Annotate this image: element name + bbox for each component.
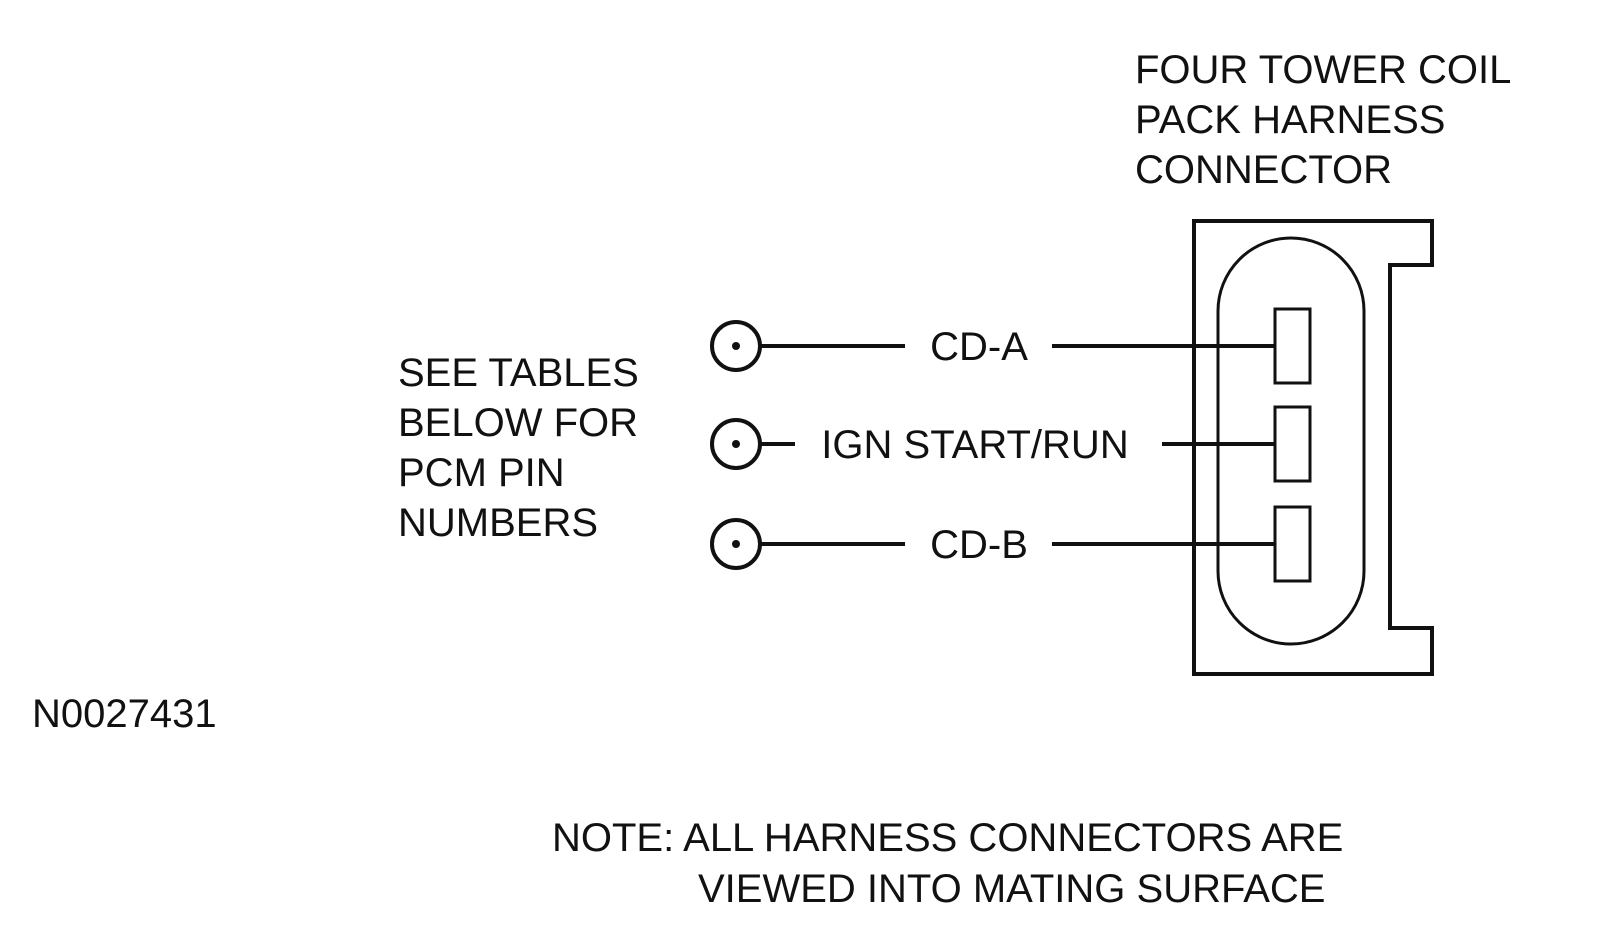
circuit-ign-start-run: IGN START/RUN	[710, 405, 1312, 483]
side-note-line-3: PCM PIN	[398, 451, 565, 495]
circuit-cd-a-terminal-dot	[732, 342, 740, 350]
footer-note-line-2: VIEWED INTO MATING SURFACE	[698, 867, 1325, 911]
circuit-ign-start-run-label: IGN START/RUN	[821, 423, 1128, 467]
side-note-line-1: SEE TABLES	[398, 351, 639, 395]
connector-title-line-2: PACK HARNESS	[1135, 98, 1445, 142]
footer-note-line-1: NOTE: ALL HARNESS CONNECTORS ARE	[552, 816, 1343, 860]
connector-title-line-1: FOUR TOWER COIL	[1135, 48, 1511, 92]
circuit-cd-a: CD-A	[710, 307, 1312, 385]
circuit-cd-b: CD-B	[710, 505, 1312, 583]
figure-id: N0027431	[32, 692, 217, 736]
circuit-cd-b-label: CD-B	[930, 523, 1028, 567]
pin-cd-b	[1273, 505, 1312, 583]
circuit-cd-b-terminal-dot	[732, 540, 740, 548]
circuit-cd-a-label: CD-A	[930, 325, 1028, 369]
connector-title-line-3: CONNECTOR	[1135, 148, 1392, 192]
circuit-ign-start-run-terminal-dot	[732, 440, 740, 448]
pin-ign-start-run	[1273, 405, 1312, 483]
side-note-line-4: NUMBERS	[398, 501, 598, 545]
side-note-line-2: BELOW FOR	[398, 401, 638, 445]
pin-cd-a	[1273, 307, 1312, 385]
